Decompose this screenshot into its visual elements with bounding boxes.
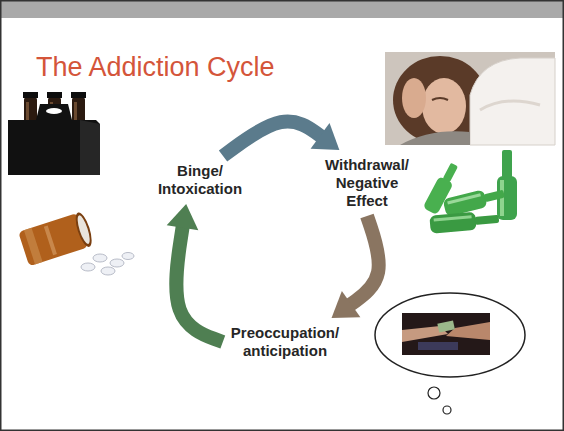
six-pack-picture-part [47,92,62,98]
arrow-head [332,291,361,318]
distressed-woman-photo-part [470,58,555,145]
six-pack-picture-part [71,92,86,98]
empty-bottles-picture-part [475,215,500,225]
stage-label: Preoccupation/ anticipation [227,322,343,362]
arrow-body [223,121,322,156]
distressed-woman-photo-part [402,78,426,118]
six-pack-picture-part [8,120,100,175]
empty-bottles-picture-part [434,215,472,221]
stage-label: Withdrawal/ Negative Effect [321,154,413,212]
distressed-woman-photo-part [400,131,470,145]
thought-bubble-part [418,342,458,350]
empty-bottles-picture-part [443,163,459,183]
arrow-body [349,216,378,305]
six-pack-picture-part [74,102,77,122]
pill-bottle-picture-part [72,211,95,249]
empty-bottles-picture-part [443,185,507,217]
arrow-body [176,226,223,342]
thought-bubble-part [428,387,440,399]
stage-name: Preoccupation/ anticipation [231,324,339,360]
six-pack-picture-part [46,108,62,114]
pill-bottle-picture-part [122,253,134,260]
distressed-woman-photo-part [385,52,555,145]
thought-bubble-part [375,293,525,377]
six-pack-picture [8,92,100,175]
empty-bottles-picture-part [429,212,476,234]
distressed-woman-photo-part [422,78,466,134]
pill-bottle-picture-part [24,228,43,265]
thought-bubble-part [402,313,490,355]
stage-name: Binge/ Intoxication [158,162,242,198]
six-pack-picture-part [26,102,29,122]
pill-bottle-picture-part [93,254,107,262]
arrow-head [167,204,199,230]
empty-bottles-picture-part [502,150,512,178]
pill-bottle-picture-part [81,263,95,271]
distressed-woman-photo [385,52,555,145]
six-pack-picture-part [80,120,100,175]
six-pack-picture-part [36,104,72,120]
pill-bottle-picture [18,211,134,275]
thought-bubble-part [443,406,451,414]
pill-bottle-picture-part [75,214,92,245]
six-pack-picture-part [23,92,38,98]
empty-bottles-picture-part [447,193,481,204]
pill-bottle-picture-part [44,226,57,256]
pill-bottle-picture-part [18,211,95,267]
stage-label: Binge/ Intoxication [154,160,246,200]
arrow-head [311,123,340,150]
slide-title: The Addiction Cycle [36,51,275,83]
stage-name: Withdrawal/ Negative Effect [325,156,409,210]
empty-bottles-picture-part [484,190,505,203]
empty-bottles-picture-part [429,210,499,234]
thought-bubble [375,293,525,414]
distressed-woman-photo-part [432,98,448,100]
cycle-arrow [332,216,379,318]
distressed-woman-photo-part [480,101,540,110]
cycle-arrow [223,121,339,156]
pill-bottle-picture-part [110,259,124,267]
empty-bottles-picture [423,150,517,234]
slide-frame-part [1,1,563,18]
cycle-arrow [167,204,223,342]
thought-bubble-part [437,320,455,332]
pill-bottle-picture-part [101,267,115,275]
